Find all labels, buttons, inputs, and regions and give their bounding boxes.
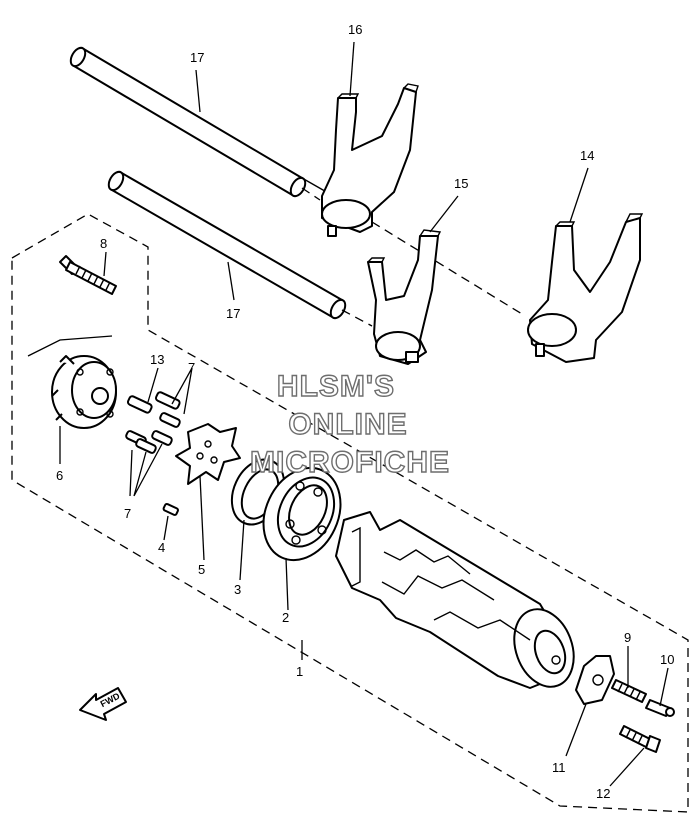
watermark-line-3: MICROFICHE — [250, 446, 450, 479]
callout-14: 14 — [580, 148, 594, 163]
pin-4 — [162, 502, 179, 516]
shift-fork-shaft-upper — [69, 46, 331, 198]
bearing-2 — [262, 466, 342, 562]
shift-fork-shaft-lower — [107, 170, 347, 320]
shift-drum-1 — [335, 511, 575, 689]
callout-labels: 17 16 15 14 17 8 6 13 7 7 4 5 3 2 1 9 10… — [56, 22, 674, 801]
callout-9: 9 — [624, 630, 631, 645]
fwd-arrow-icon: FWD — [79, 687, 127, 721]
callout-12: 12 — [596, 786, 610, 801]
screw-9 — [611, 679, 647, 703]
callout-7-lower: 7 — [124, 506, 131, 521]
pin-10 — [645, 699, 675, 717]
fork-guide-line-lower — [341, 309, 373, 327]
callout-17-lower: 17 — [226, 306, 240, 321]
screw-12 — [619, 725, 661, 753]
watermark-line-1: HLSM'S — [277, 370, 395, 403]
callout-2: 2 — [282, 610, 289, 625]
shift-fork-15 — [367, 229, 442, 365]
callout-6: 6 — [56, 468, 63, 483]
callout-1: 1 — [296, 664, 303, 679]
screw-8 — [59, 255, 117, 295]
assembly-boundary — [11, 213, 689, 813]
fork-guide-line-upper — [301, 187, 523, 315]
watermark: HLSM'S ONLINE MICROFICHE — [249, 369, 450, 479]
callout-11: 11 — [552, 760, 566, 775]
callout-7-upper: 7 — [188, 360, 195, 375]
callout-4: 4 — [158, 540, 165, 555]
leader-lines — [27, 41, 669, 787]
segment-6 — [51, 355, 117, 429]
stopper-plate-5 — [175, 423, 241, 485]
shift-fork-14 — [527, 213, 644, 363]
callout-17-upper: 17 — [190, 50, 204, 65]
watermark-line-2: ONLINE — [288, 408, 407, 441]
shift-fork-16 — [321, 83, 419, 237]
callout-5: 5 — [198, 562, 205, 577]
plate-11 — [575, 655, 615, 705]
callout-10: 10 — [660, 652, 674, 667]
callout-16: 16 — [348, 22, 362, 37]
callout-13: 13 — [150, 352, 164, 367]
callout-8: 8 — [100, 236, 107, 251]
pins-13-and-7 — [125, 391, 181, 454]
callout-15: 15 — [454, 176, 468, 191]
callout-3: 3 — [234, 582, 241, 597]
